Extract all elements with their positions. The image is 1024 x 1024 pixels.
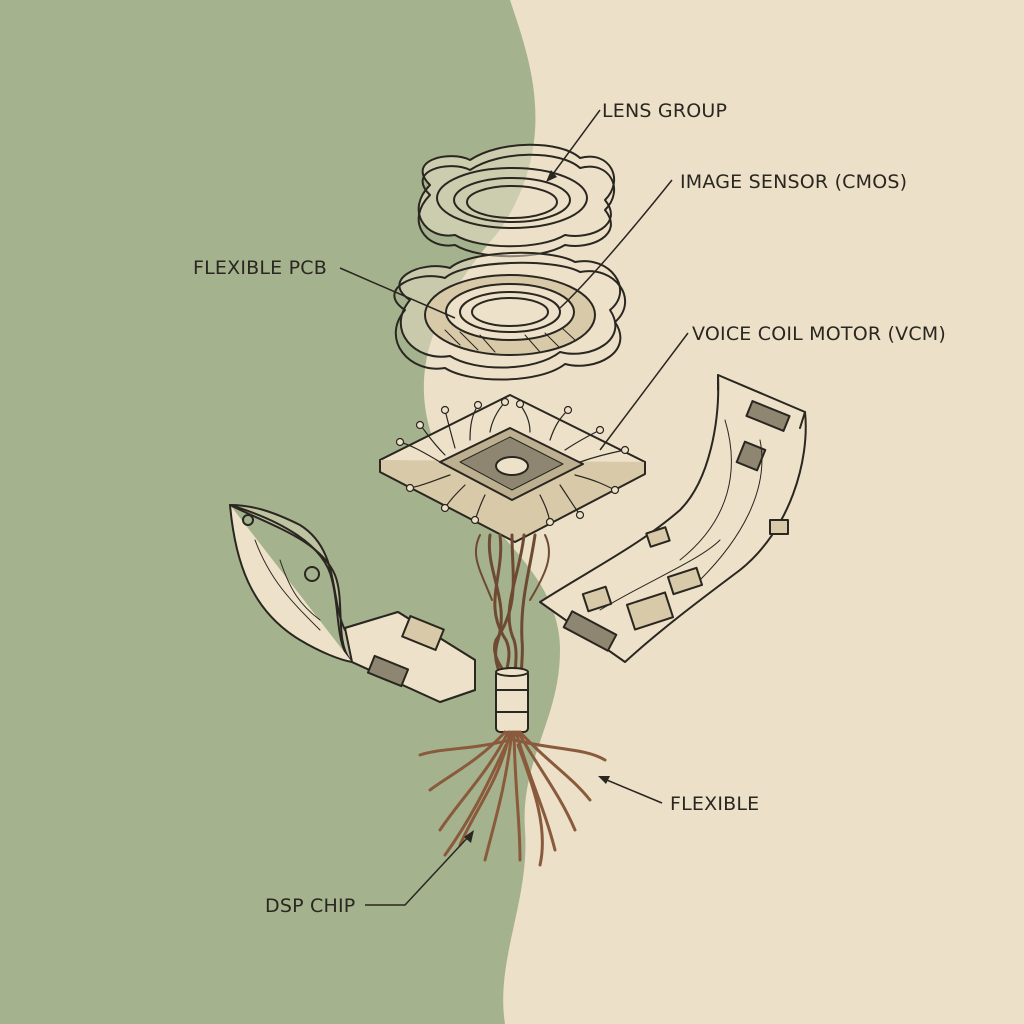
connector-sleeve xyxy=(495,667,529,733)
left-flex-pcb xyxy=(229,504,476,703)
leader-lens-group xyxy=(549,109,601,179)
lens-group-part xyxy=(417,143,616,258)
label-image-sensor: IMAGE SENSOR (CMOS) xyxy=(680,171,908,193)
leader-lines xyxy=(339,109,689,906)
label-flexible-pcb: FLEXIBLE PCB xyxy=(193,257,327,279)
vcm-board-part xyxy=(379,394,646,543)
image-sensor-part xyxy=(393,251,627,381)
leader-vcm xyxy=(599,332,689,451)
background-left-panel xyxy=(0,0,560,1024)
leader-arrowheads xyxy=(464,170,610,843)
leader-image-sensor xyxy=(559,179,673,309)
label-dsp-chip: DSP CHIP xyxy=(265,895,356,917)
leader-flexible-pcb xyxy=(339,267,456,319)
right-flex-pcb xyxy=(539,374,807,663)
label-flexible: FLEXIBLE xyxy=(670,793,760,815)
leader-flexible xyxy=(601,777,663,804)
label-lens-group: LENS GROUP xyxy=(602,100,728,122)
wire-roots xyxy=(418,730,607,867)
label-vcm: VOICE COIL MOTOR (VCM) xyxy=(692,323,947,345)
leader-dsp-chip xyxy=(365,834,471,906)
